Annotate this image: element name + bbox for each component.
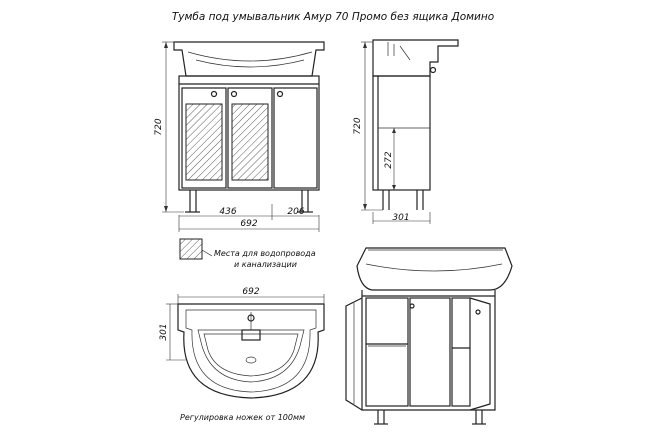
drawing-title: Тумба под умывальник Амур 70 Промо без я… xyxy=(172,11,494,23)
leg-adjustment-note: Регулировка ножек от 100мм xyxy=(180,413,305,422)
isometric-view xyxy=(345,247,513,425)
side-height-dimension: 720 xyxy=(353,41,383,211)
side-inner-height-label: 272 xyxy=(384,151,394,168)
top-width-label: 692 xyxy=(242,287,259,297)
side-height-label: 720 xyxy=(353,117,363,134)
front-view xyxy=(173,41,325,213)
side-depth-label: 301 xyxy=(392,213,409,223)
front-right-width-label: 206 xyxy=(287,207,304,217)
side-inner-dimension: 272 xyxy=(384,128,396,190)
top-view xyxy=(177,303,325,399)
side-view xyxy=(372,39,459,210)
front-height-dimension: 720 xyxy=(154,41,184,213)
top-depth-label: 301 xyxy=(159,323,169,340)
top-width-dimension: 692 xyxy=(177,287,325,304)
front-height-label: 720 xyxy=(154,118,164,135)
front-left-width-label: 436 xyxy=(219,207,236,217)
top-depth-dimension: 301 xyxy=(159,303,186,361)
front-width-dimensions: 436 206 692 xyxy=(178,204,320,232)
legend: Места для водопровода и канализации xyxy=(179,238,316,269)
legend-line-2: и канализации xyxy=(234,260,297,269)
legend-line-1: Места для водопровода xyxy=(214,249,316,258)
side-depth-dimension: 301 xyxy=(372,212,431,224)
front-total-width-label: 692 xyxy=(240,219,257,229)
